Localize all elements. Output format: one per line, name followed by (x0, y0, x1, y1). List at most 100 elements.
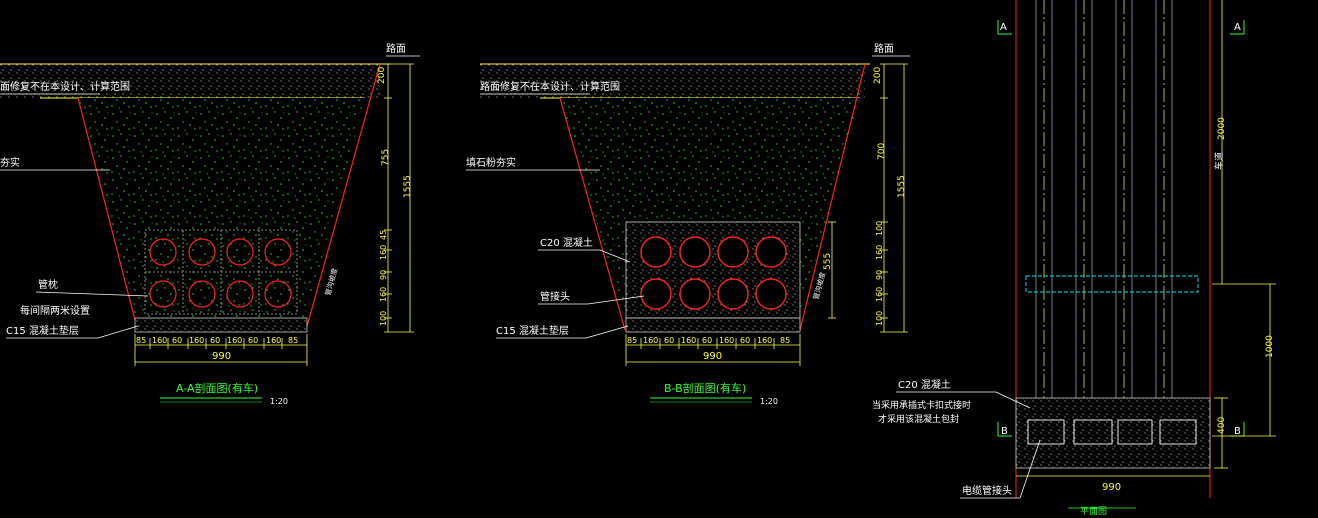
section-a-road-label: 路面 (386, 42, 406, 55)
section-a-bottom-dims (134, 334, 308, 366)
dim-b-stack-100b: 100 (875, 311, 884, 326)
plan-concrete-encasement (1015, 397, 1211, 469)
section-b-road-layer (480, 64, 865, 98)
section-b-base-layer (625, 317, 801, 333)
dim-a-b6: 60 (248, 336, 258, 345)
plan-title: 平面图 (1080, 506, 1107, 517)
dim-b-700: 700 (877, 143, 887, 160)
dim-a-stack-90: 90 (379, 270, 388, 280)
section-a-backfill-note: 夯实 (0, 156, 20, 169)
section-a-pipes (149, 238, 292, 308)
section-a-pillow-spacing: 每间隔两米设置 (20, 304, 90, 317)
section-b-title: B-B剖面图(有车) (664, 381, 746, 395)
dim-a-b7: 160 (266, 336, 281, 345)
section-b-scale: 1:20 (760, 397, 778, 406)
plan-pipe-lines (1035, 0, 1173, 398)
section-a-right-dims (384, 63, 414, 333)
section-a-pipe-grid (144, 229, 298, 315)
pipe (149, 238, 177, 266)
dim-b-b0: 85 (627, 336, 637, 345)
pipe (188, 280, 216, 308)
dim-b-b7: 160 (757, 336, 772, 345)
plan-marker-b-right: B (1234, 426, 1241, 437)
dim-b-total: 990 (703, 351, 722, 362)
dim-a-b2: 60 (172, 336, 182, 345)
dim-b-b6: 60 (740, 336, 750, 345)
dim-b-200: 200 (873, 67, 883, 84)
dim-a-200: 200 (377, 67, 387, 84)
pipe (226, 238, 254, 266)
pipe (640, 278, 672, 310)
dim-b-stack-100: 100 (875, 221, 884, 236)
plan-dims (1016, 0, 1276, 477)
dim-a-stack-160b: 160 (379, 287, 388, 302)
plan-dim-2000: 2000 (1217, 117, 1227, 140)
plan-dim-1000: 1000 (1265, 335, 1275, 358)
section-a-base-layer (134, 317, 308, 333)
dim-a-b1: 160 (152, 336, 167, 345)
dim-b-b3: 160 (681, 336, 696, 345)
dim-a-1555: 1555 (403, 175, 413, 198)
section-b-top-note: 路面修复不在本设计、计算范围 (480, 80, 620, 93)
dim-a-stack-160: 160 (379, 245, 388, 260)
section-a-top-note: 面修复不在本设计、计算范围 (0, 80, 130, 93)
section-b-pipes (640, 236, 787, 310)
section-a-trench-fill (78, 98, 365, 318)
plan-marker-b-left: B (1001, 426, 1008, 437)
dim-b-b5: 160 (719, 336, 734, 345)
plan-dim-990: 990 (1102, 482, 1121, 493)
section-a-road-layer (0, 64, 380, 98)
plan-c20-label: C20 混凝土 (898, 378, 951, 391)
plan-joints (1027, 419, 1197, 445)
plan-note-line2: 才采用该混凝土包封 (878, 413, 959, 425)
pipe (264, 280, 292, 308)
section-a-trench-wall-right (305, 63, 381, 331)
dim-a-b0: 85 (136, 336, 146, 345)
pipe (679, 278, 711, 310)
dim-a-total: 990 (212, 351, 231, 362)
dim-b-stack-160b: 160 (875, 287, 884, 302)
dim-b-stack-160: 160 (875, 245, 884, 260)
plan-pipe-pillow (1025, 275, 1199, 293)
dim-a-b8: 85 (288, 336, 298, 345)
section-b-backfill-note: 填石粉夯实 (466, 156, 516, 169)
pipe (264, 238, 292, 266)
dim-b-b8: 85 (780, 336, 790, 345)
section-b-right-dims (828, 63, 908, 333)
section-b: 200 700 1555 100 160 90 160 100 555 85 1… (466, 42, 910, 406)
pipe (188, 238, 216, 266)
section-a-slope-label: 管沟坡度 (323, 267, 339, 296)
dim-b-555: 555 (823, 253, 833, 270)
pipe (717, 278, 749, 310)
pipe (717, 236, 749, 268)
pipe (149, 280, 177, 308)
dim-a-stack-45: 45 (379, 230, 388, 240)
section-a-scale: 1:20 (270, 397, 288, 406)
section-b-bottom-dims (625, 334, 801, 366)
pipe (755, 278, 787, 310)
plan-centerlines (1043, 0, 1165, 398)
dim-a-b3: 160 (189, 336, 204, 345)
section-a: 200 755 1555 45 160 90 160 100 85 160 60… (0, 42, 420, 406)
dim-a-stack-100: 100 (379, 311, 388, 326)
section-a-pipe-pillow: 管枕 (38, 278, 58, 291)
dim-b-stack-90: 90 (875, 270, 884, 280)
section-b-trench-wall-left (559, 97, 626, 331)
section-b-road-label: 路面 (874, 42, 894, 55)
section-b-base-layer-label: C15 混凝土垫层 (496, 324, 569, 337)
section-a-trench-wall-left (77, 97, 136, 321)
dim-b-b4: 60 (702, 336, 712, 345)
section-b-pipe-joint: 管接头 (540, 290, 570, 303)
dim-a-b4: 60 (210, 336, 220, 345)
pipe (755, 236, 787, 268)
pipe (226, 280, 254, 308)
section-a-title: A-A剖面图(有车) (176, 381, 258, 395)
plan-cable-joint: 电缆管接头 (962, 484, 1012, 497)
plan-view: A A B B 2000 1000 400 990 车道 C20 混凝土 当采用… (872, 0, 1276, 517)
plan-dim-400: 400 (1217, 417, 1227, 434)
plan-marker-a-right: A (1234, 22, 1241, 33)
pipe (679, 236, 711, 268)
plan-side-label: 车道 (1213, 152, 1225, 170)
pipe (640, 236, 672, 268)
